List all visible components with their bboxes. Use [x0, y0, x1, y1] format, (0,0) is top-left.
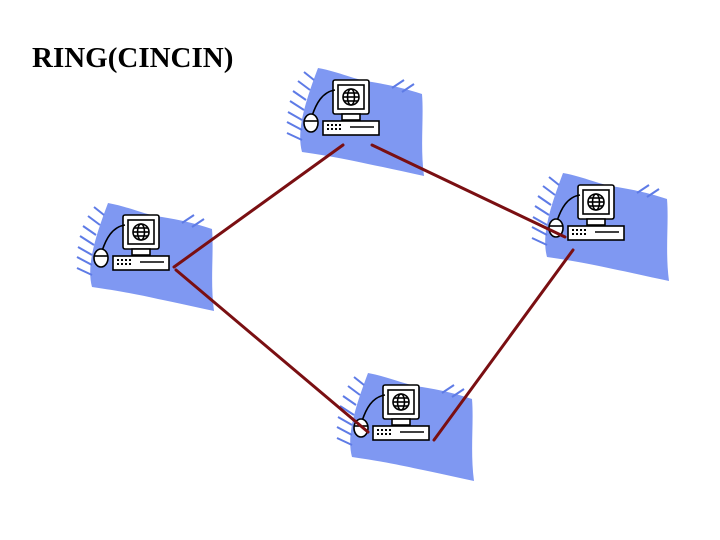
computer-icon [76, 202, 215, 312]
ring-nodes [76, 67, 670, 482]
computer-icon [531, 172, 670, 282]
diagram-title: RING(CINCIN) [32, 42, 234, 74]
ring-link-bottom-left [174, 268, 370, 434]
computer-icon [336, 372, 475, 482]
ring-link-left-top [172, 143, 345, 269]
ring-links [172, 143, 575, 442]
ring-link-top-right [370, 143, 567, 239]
ring-link-right-bottom [432, 248, 575, 442]
